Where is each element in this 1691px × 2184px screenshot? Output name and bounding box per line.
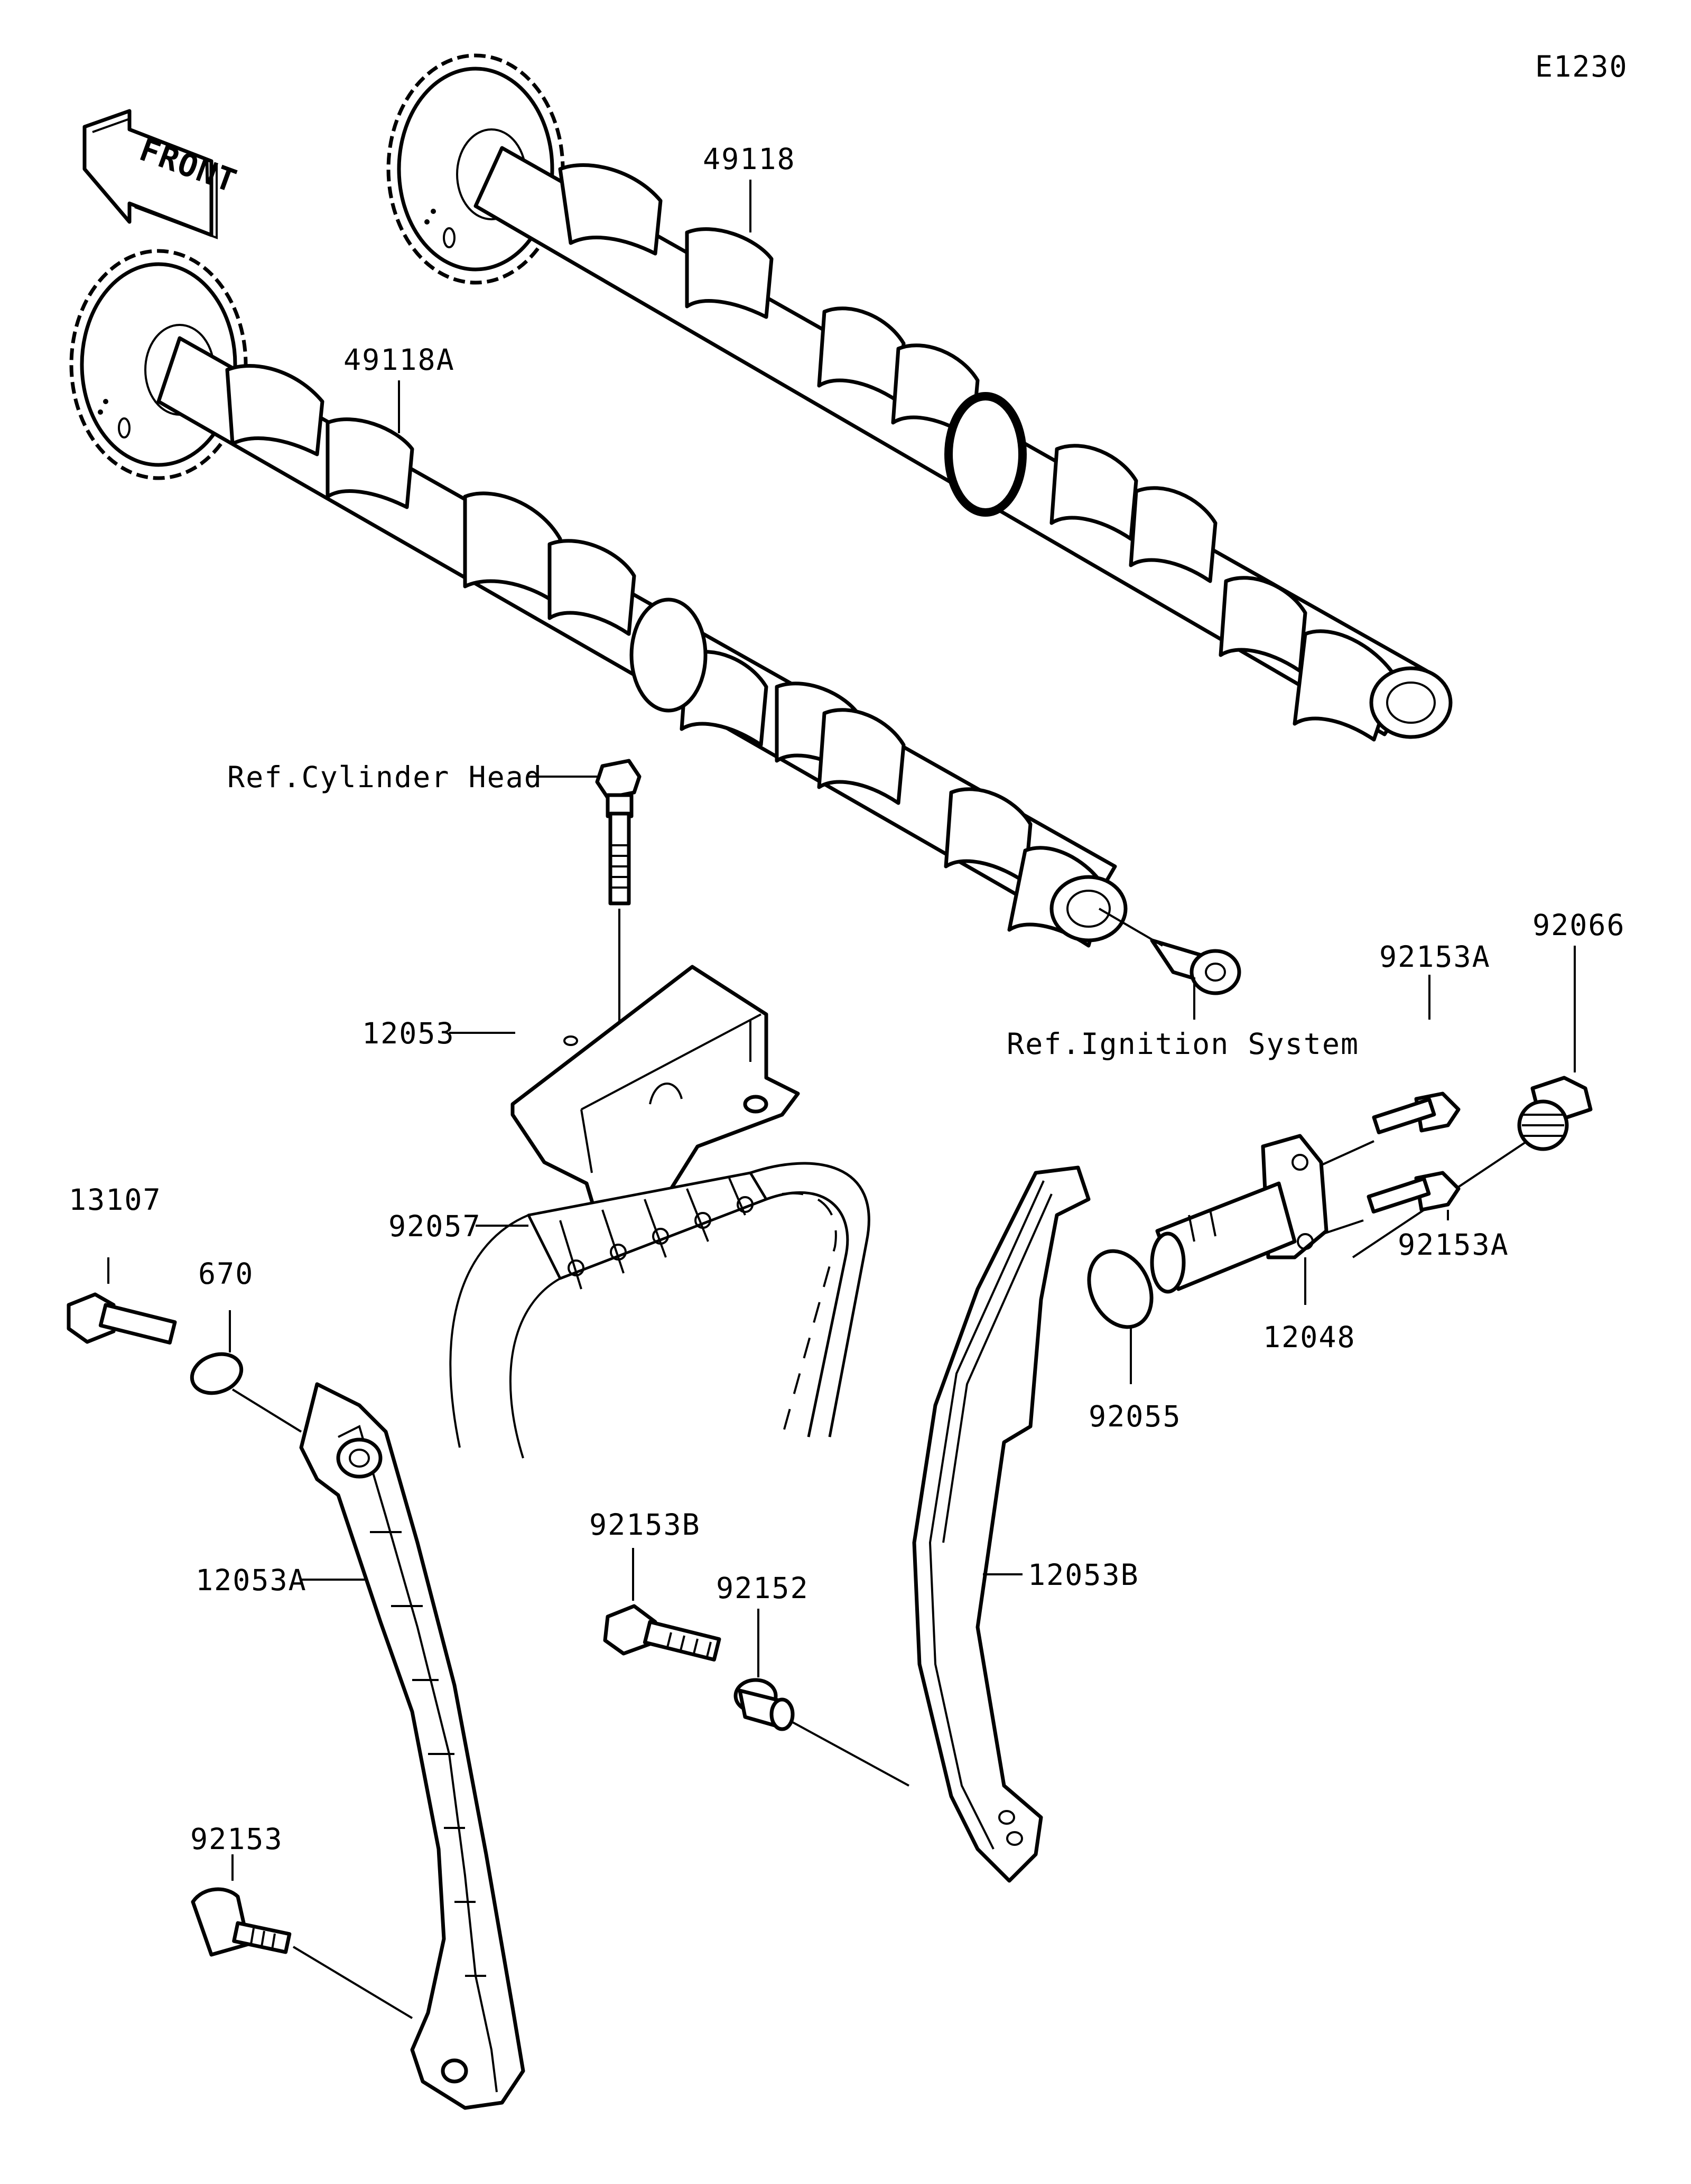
bolt-13107 — [67, 1292, 177, 1345]
label-49118: 49118 — [703, 142, 796, 176]
label-12048: 12048 — [1263, 1320, 1356, 1354]
label-92152: 92152 — [716, 1571, 809, 1605]
collar-92152 — [733, 1678, 795, 1731]
leader-92153-line — [292, 1946, 413, 2019]
leader-bolt-upper — [1315, 1140, 1374, 1169]
label-92153b: 92153B — [589, 1508, 701, 1542]
cam-lobes-exhaust — [558, 163, 1397, 742]
tensioner-12048 — [1150, 1134, 1328, 1294]
journal-ring-exhaust — [944, 392, 1027, 517]
diagram-code: E1230 — [1535, 50, 1628, 83]
cylinder-head-bolt — [595, 759, 642, 906]
chain-guide-12053a — [299, 1382, 525, 2110]
journal-ring-intake — [629, 598, 708, 713]
leader-92152-line — [792, 1721, 909, 1787]
label-92153a-top: 92153A — [1379, 940, 1491, 974]
label-92055: 92055 — [1089, 1399, 1182, 1433]
label-92153: 92153 — [190, 1822, 283, 1856]
label-92066: 92066 — [1532, 908, 1625, 942]
label-12053a: 12053A — [196, 1563, 307, 1597]
ignition-rotor — [1150, 938, 1241, 995]
label-ref-ignition-system: Ref.Ignition System — [1007, 1027, 1359, 1061]
chain-guide-12053b — [912, 1165, 1091, 1883]
tensioner-bolt-upper — [1372, 1091, 1461, 1135]
tensioner-92066-plug — [1517, 1076, 1593, 1151]
camshaft-intake — [69, 249, 1128, 948]
label-ref-cylinder-head: Ref.Cylinder Head — [227, 760, 543, 794]
leader-670-line — [231, 1388, 302, 1433]
label-92057: 92057 — [388, 1209, 481, 1243]
label-92153a-bottom: 92153A — [1398, 1228, 1509, 1262]
cam-chain — [449, 1162, 870, 1459]
label-670: 670 — [198, 1257, 254, 1291]
bolt-92153 — [191, 1887, 292, 1957]
camshaft-exhaust — [386, 53, 1453, 742]
label-12053: 12053 — [362, 1016, 455, 1050]
oring-92055 — [1087, 1249, 1154, 1329]
front-arrow-icon: FRONT — [82, 109, 242, 239]
bolt-92153b — [603, 1604, 721, 1662]
label-13107: 13107 — [69, 1183, 162, 1217]
leader-rotor — [1098, 908, 1164, 947]
tensioner-bolt-lower — [1367, 1171, 1461, 1214]
label-12053b: 12053B — [1028, 1558, 1139, 1592]
oring-670 — [190, 1352, 244, 1395]
label-49118a: 49118A — [343, 343, 455, 377]
